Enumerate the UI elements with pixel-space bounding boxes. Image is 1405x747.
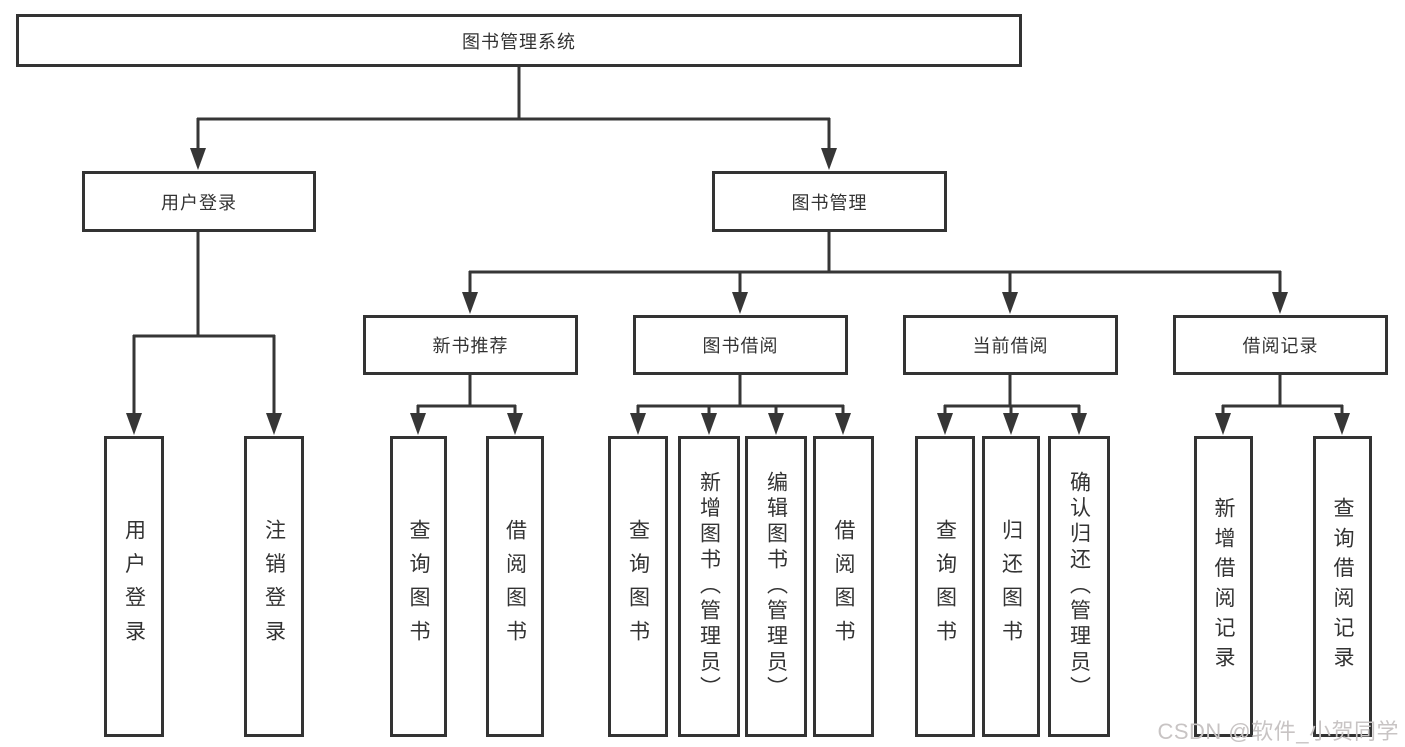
leaf-return-books: 归还图书 (982, 436, 1040, 737)
node-borrow-record: 借阅记录 (1173, 315, 1388, 375)
leaf-query-borrow-record: 查询借阅记录 (1313, 436, 1372, 737)
leaf-query-books: 查询图书 (915, 436, 975, 737)
node-new-book-recommend: 新书推荐 (363, 315, 578, 375)
leaf-label: 查询图书 (407, 519, 430, 654)
leaf-label: 用户登录 (122, 519, 146, 654)
node-label: 新书推荐 (432, 336, 509, 356)
node-label: 当前借阅 (972, 336, 1049, 356)
leaf-label: 归还图书 (999, 519, 1023, 654)
leaf-label: 查询图书 (933, 519, 957, 654)
csdn-watermark: CSDN @软件_小贺同学 (1157, 719, 1399, 744)
leaf-label: 查询借阅记录 (1331, 497, 1354, 676)
leaf-label: 借阅图书 (832, 519, 855, 654)
node-root-system: 图书管理系统 (16, 14, 1022, 67)
node-label: 图书借阅 (702, 336, 779, 356)
leaf-user-login: 用户登录 (104, 436, 164, 737)
leaf-add-borrow-record: 新增借阅记录 (1194, 436, 1253, 737)
leaf-query-books: 查询图书 (608, 436, 668, 737)
node-label: 借阅记录 (1242, 336, 1319, 356)
leaf-label: 编辑图书（管理员） (764, 471, 788, 702)
leaf-label: 借阅图书 (503, 519, 527, 654)
node-user-login: 用户登录 (82, 171, 316, 232)
leaf-label: 确认归还（管理员） (1067, 471, 1091, 702)
leaf-query-books: 查询图书 (390, 436, 447, 737)
node-current-borrow: 当前借阅 (903, 315, 1118, 375)
node-label: 图书管理系统 (462, 31, 576, 52)
node-book-management: 图书管理 (712, 171, 947, 232)
leaf-label: 新增借阅记录 (1212, 497, 1235, 676)
leaf-confirm-return-admin: 确认归还（管理员） (1048, 436, 1110, 737)
leaf-borrow-books: 借阅图书 (486, 436, 544, 737)
leaf-label: 注销登录 (262, 519, 286, 654)
node-label: 用户登录 (161, 192, 237, 213)
node-label: 图书管理 (791, 192, 868, 213)
leaf-logout: 注销登录 (244, 436, 304, 737)
leaf-borrow-books: 借阅图书 (813, 436, 874, 737)
leaf-add-books-admin: 新增图书（管理员） (678, 436, 740, 737)
leaf-edit-books-admin: 编辑图书（管理员） (745, 436, 807, 737)
leaf-label: 查询图书 (626, 519, 650, 654)
leaf-label: 新增图书（管理员） (697, 471, 721, 702)
node-book-borrow: 图书借阅 (633, 315, 848, 375)
arrowheads (126, 148, 1350, 435)
